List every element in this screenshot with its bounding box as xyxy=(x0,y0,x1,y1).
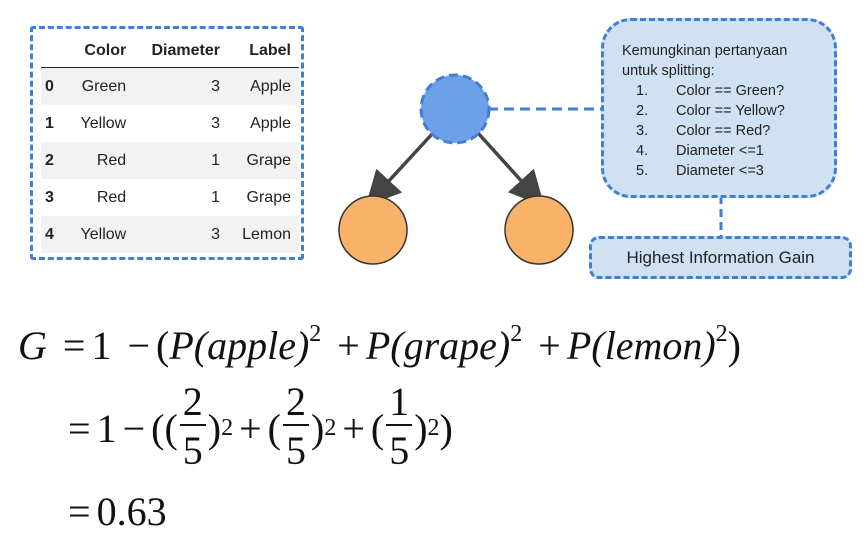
label-cell: Grape xyxy=(246,151,291,169)
right-leaf-node xyxy=(504,195,574,265)
numerator: 2 xyxy=(179,380,206,426)
plus-sign: + xyxy=(239,405,262,451)
numerator: 1 xyxy=(386,380,413,426)
label-cell: Lemon xyxy=(242,225,291,243)
equals-sign: = xyxy=(62,323,86,368)
fraction-lemon: 1 5 xyxy=(386,380,413,476)
plus-sign: + xyxy=(342,405,365,451)
plus-sign: + xyxy=(337,323,360,368)
close-paren: ) xyxy=(727,323,741,368)
label-cell: Grape xyxy=(246,188,291,206)
color-header: Color xyxy=(84,42,127,59)
prob-lemon: P(lemon) xyxy=(566,323,716,368)
gini-result-value: 0.63 xyxy=(96,489,167,534)
color-cell: Green xyxy=(81,77,127,95)
gini-formula-line-2: =1 −(( 2 5 )2 +( 2 5 )2 +( 1 5 )2) xyxy=(62,380,453,476)
decision-tree-diagram xyxy=(338,73,723,265)
close-paren: ) xyxy=(207,405,222,451)
diameter-header: Diameter xyxy=(151,42,220,59)
gini-result-line: =0.63 xyxy=(62,488,167,535)
item-number: 5. xyxy=(636,163,649,179)
list-item: 2. Color == Yellow? xyxy=(622,101,820,121)
diameter-cell: 3 xyxy=(211,225,220,243)
diameter-cell: 1 xyxy=(211,188,220,206)
open-paren: ( xyxy=(156,323,170,368)
item-text: Color == Green? xyxy=(676,83,785,99)
splitting-questions-box: Kemungkinan pertanyaan untuk splitting: … xyxy=(601,18,837,198)
close-paren: ) xyxy=(414,405,428,451)
list-item: 4. Diameter <=1 xyxy=(622,141,820,161)
prob-apple: P(apple) xyxy=(169,323,310,368)
questions-list: 1. Color == Green? 2. Color == Yellow? 3… xyxy=(622,81,820,181)
one-value: 1 xyxy=(96,405,117,451)
item-number: 3. xyxy=(636,123,649,139)
item-text: Color == Yellow? xyxy=(676,103,785,119)
exponent: 2 xyxy=(309,321,322,347)
data-table-frame: Color Diameter Label 0 Green 3 Apple 1 Y… xyxy=(30,26,304,260)
close-paren: ) xyxy=(311,405,325,451)
numerator: 2 xyxy=(283,380,309,426)
row-index: 2 xyxy=(45,151,54,169)
open-paren: ( xyxy=(267,405,281,451)
row-index: 3 xyxy=(45,188,54,206)
denominator: 5 xyxy=(182,428,203,473)
exponent: 2 xyxy=(510,321,523,347)
label-cell: Apple xyxy=(250,77,291,95)
one-value: 1 xyxy=(91,323,112,368)
list-item: 5. Diameter <=3 xyxy=(622,161,820,181)
fraction-apple: 2 5 xyxy=(179,380,206,476)
row-index: 0 xyxy=(45,77,54,95)
item-text: Color == Red? xyxy=(676,123,771,139)
gini-symbol: G xyxy=(18,323,47,368)
open-paren: ( xyxy=(370,405,385,451)
row-index: 1 xyxy=(45,114,54,132)
list-item: 1. Color == Green? xyxy=(622,81,820,101)
table-header-row: Color Diameter Label xyxy=(41,35,299,68)
table-row: 3 Red 1 Grape xyxy=(41,179,299,216)
denominator: 5 xyxy=(389,428,410,473)
item-number: 4. xyxy=(636,143,649,159)
diameter-cell: 3 xyxy=(211,114,220,132)
plus-sign: + xyxy=(538,323,561,368)
table-row: 0 Green 3 Apple xyxy=(41,67,299,105)
left-edge-arrow xyxy=(365,131,435,207)
questions-title: Kemungkinan pertanyaan untuk splitting: xyxy=(622,43,788,79)
prob-grape: P(grape) xyxy=(365,323,511,368)
equals-sign: = xyxy=(68,405,91,451)
item-number: 2. xyxy=(636,103,649,119)
right-edge-arrow xyxy=(476,131,545,207)
item-number: 1. xyxy=(636,83,649,99)
minus-sign: − xyxy=(122,405,146,451)
exponent: 2 xyxy=(715,321,728,347)
row-index: 4 xyxy=(45,225,54,243)
color-cell: Yellow xyxy=(80,114,127,132)
table-row: 2 Red 1 Grape xyxy=(41,142,299,179)
label-cell: Apple xyxy=(250,114,291,132)
table-row: 4 Yellow 3 Lemon xyxy=(41,216,299,253)
root-node xyxy=(419,73,491,145)
gain-label: Highest Information Gain xyxy=(626,247,815,267)
color-cell: Red xyxy=(96,188,127,206)
diameter-cell: 3 xyxy=(211,77,220,95)
color-cell: Red xyxy=(96,151,127,169)
denominator: 5 xyxy=(286,428,306,473)
gini-formula-line-1: G =1 −(P(apple)2 +P(grape)2 +P(lemon)2) xyxy=(18,322,741,369)
open-paren: ( xyxy=(164,405,178,451)
table-row: 1 Yellow 3 Apple xyxy=(41,105,299,142)
equals-sign: = xyxy=(68,489,91,534)
diameter-cell: 1 xyxy=(211,151,220,169)
highest-information-gain-box: Highest Information Gain xyxy=(589,236,852,279)
left-leaf-node xyxy=(338,195,408,265)
fraction-grape: 2 5 xyxy=(283,380,309,476)
close-paren: ) xyxy=(439,405,453,451)
item-text: Diameter <=3 xyxy=(676,163,764,179)
minus-sign: − xyxy=(127,323,151,368)
list-item: 3. Color == Red? xyxy=(622,121,820,141)
data-table: Color Diameter Label 0 Green 3 Apple 1 Y… xyxy=(41,35,299,253)
color-cell: Yellow xyxy=(80,225,127,243)
label-header: Label xyxy=(249,42,291,59)
open-paren: ( xyxy=(151,405,165,451)
item-text: Diameter <=1 xyxy=(676,143,764,159)
